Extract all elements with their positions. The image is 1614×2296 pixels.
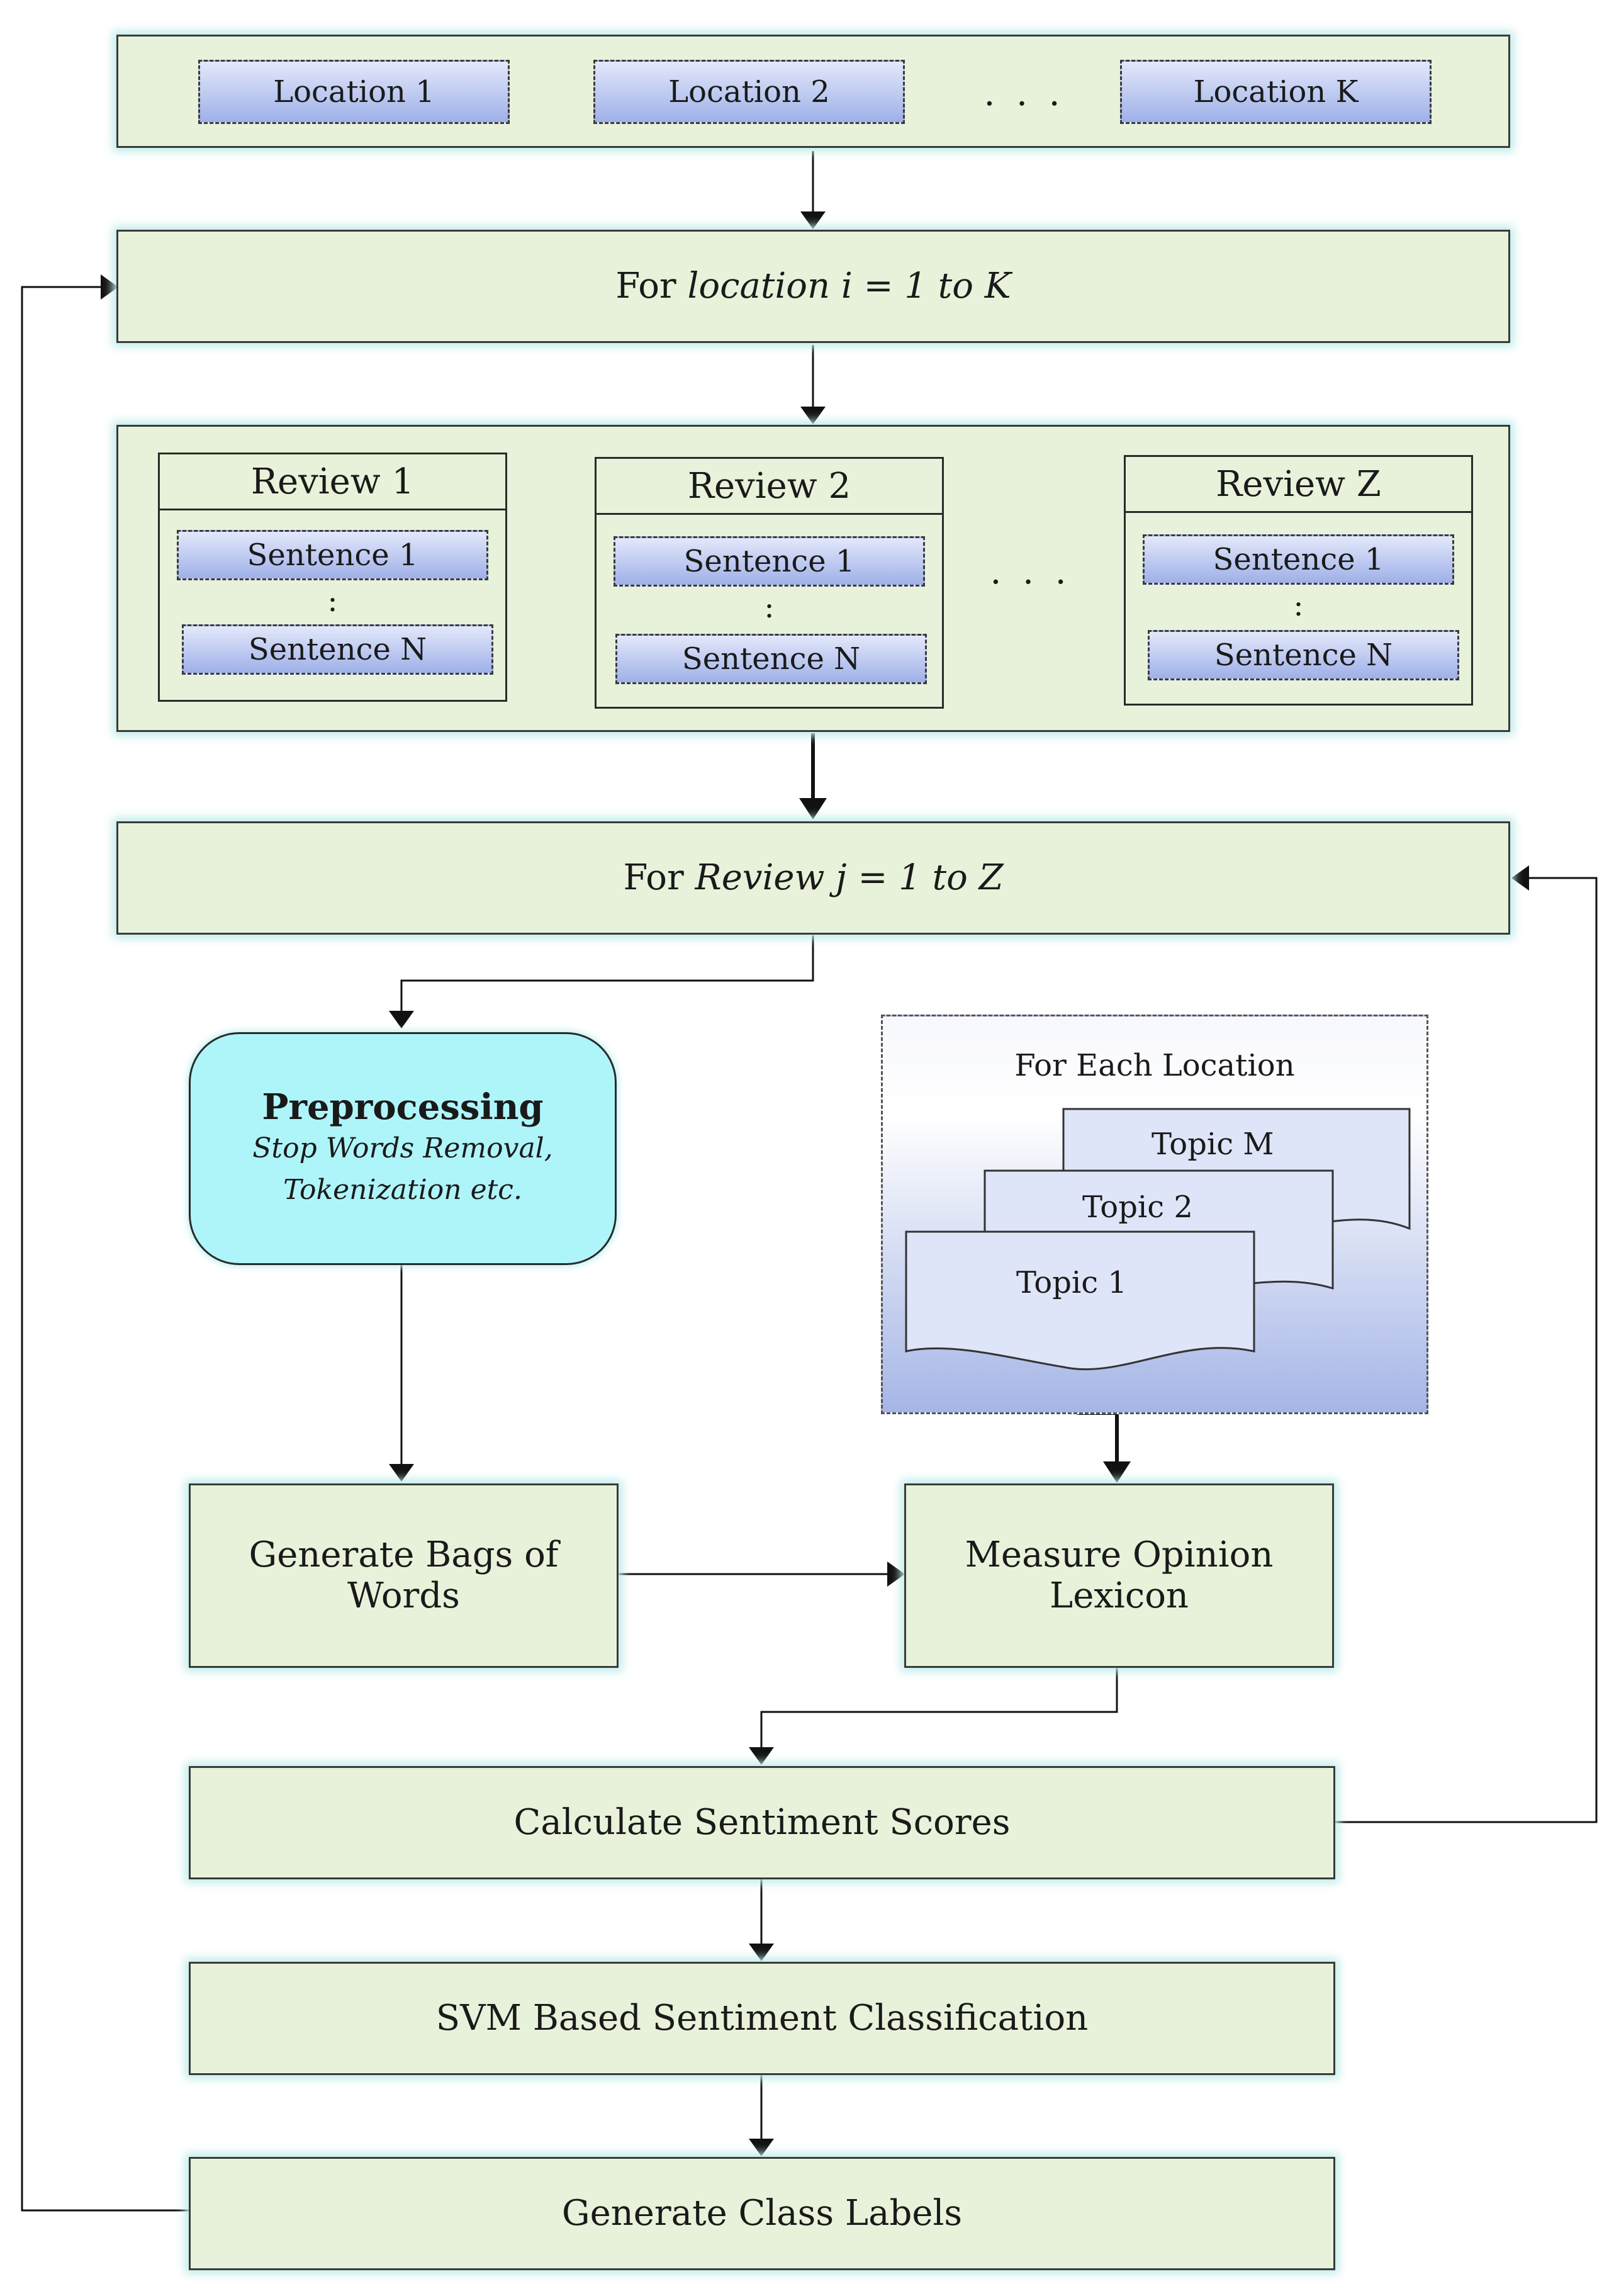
sentence-label: Sentence 1 xyxy=(683,544,855,579)
topic-label-2: Topic 2 xyxy=(1082,1190,1193,1225)
location-ellipsis: . . . xyxy=(984,72,1065,114)
review-title: Review 2 xyxy=(597,459,942,515)
arrow-scores-back-to-review-loop xyxy=(1335,877,1598,1823)
review-loop-range: Review j = 1 to Z xyxy=(695,857,1004,898)
review-loop-box: For Review j = 1 to Z xyxy=(116,821,1510,935)
sentence-vdots: : xyxy=(327,583,338,619)
location-loop-prefix: For xyxy=(615,265,676,307)
review-loop-prefix: For xyxy=(623,857,684,898)
sentence-chip: Sentence 1 xyxy=(614,536,925,587)
topic-documents xyxy=(905,1108,1411,1371)
location-label: Location 1 xyxy=(273,74,435,110)
sentence-chip: Sentence N xyxy=(615,634,927,684)
sentence-label: Sentence 1 xyxy=(1213,542,1384,577)
location-chip: Location K xyxy=(1120,60,1432,124)
preprocessing-line2: Tokenization etc. xyxy=(283,1174,522,1206)
location-chip: Location 1 xyxy=(198,60,510,124)
class-labels-label: Generate Class Labels xyxy=(561,2192,963,2234)
review-card: Review 2 Sentence 1 : Sentence N xyxy=(595,457,944,709)
class-labels-box: Generate Class Labels xyxy=(189,2157,1335,2270)
location-chip: Location 2 xyxy=(593,60,905,124)
arrow-review-loop-to-preprocessing xyxy=(400,935,814,1023)
reviews-panel: Review 1 Sentence 1 : Sentence N Review … xyxy=(116,425,1510,732)
sentence-label: Sentence N xyxy=(248,632,427,667)
review-title: Review 1 xyxy=(160,454,505,510)
opinion-lexicon-line1: Measure Opinion xyxy=(965,1534,1274,1576)
preprocessing-title: Preprocessing xyxy=(262,1086,544,1128)
sentence-label: Sentence N xyxy=(681,641,861,677)
location-loop-range: location i = 1 to K xyxy=(687,265,1011,307)
sentiment-scores-label: Calculate Sentiment Scores xyxy=(513,1801,1011,1843)
arrow-lexicon-to-scores xyxy=(760,1667,1118,1753)
sentiment-scores-box: Calculate Sentiment Scores xyxy=(189,1766,1335,1879)
sentence-chip: Sentence 1 xyxy=(1143,534,1454,585)
preprocessing-line1: Stop Words Removal, xyxy=(252,1132,553,1164)
bags-of-words-line1: Generate Bags of xyxy=(249,1534,559,1576)
topic-label-m: Topic M xyxy=(1152,1127,1274,1162)
svm-classification-label: SVM Based Sentiment Classification xyxy=(435,1997,1089,2039)
locations-panel: Location 1 Location 2 . . . Location K xyxy=(116,35,1510,148)
location-loop-box: For location i = 1 to K xyxy=(116,230,1510,343)
sentence-label: Sentence 1 xyxy=(247,537,418,573)
review-title: Review Z xyxy=(1126,457,1471,513)
opinion-lexicon-box: Measure Opinion Lexicon xyxy=(904,1483,1334,1668)
svm-classification-box: SVM Based Sentiment Classification xyxy=(189,1962,1335,2075)
arrow-labels-back-to-location-loop xyxy=(21,286,189,2212)
preprocessing-box: Preprocessing Stop Words Removal, Tokeni… xyxy=(189,1032,617,1265)
review-card: Review 1 Sentence 1 : Sentence N xyxy=(158,453,507,702)
bags-of-words-line2: Words xyxy=(347,1575,460,1616)
bags-of-words-box: Generate Bags of Words xyxy=(189,1483,619,1668)
sentence-chip: Sentence N xyxy=(1148,630,1459,680)
sentence-vdots: : xyxy=(764,590,775,625)
sentence-label: Sentence N xyxy=(1214,638,1393,673)
review-ellipsis: . . . xyxy=(990,551,1072,592)
topics-heading: For Each Location xyxy=(1014,1048,1295,1083)
review-card: Review Z Sentence 1 : Sentence N xyxy=(1124,455,1473,706)
topic-document-1 xyxy=(905,1230,1255,1371)
sentence-chip: Sentence N xyxy=(182,624,493,675)
sentence-chip: Sentence 1 xyxy=(177,530,488,580)
location-label: Location 2 xyxy=(668,74,830,110)
topic-label-1: Topic 1 xyxy=(1016,1265,1127,1300)
location-label: Location K xyxy=(1193,74,1359,110)
sentence-vdots: : xyxy=(1293,588,1304,623)
opinion-lexicon-line2: Lexicon xyxy=(1050,1575,1189,1616)
